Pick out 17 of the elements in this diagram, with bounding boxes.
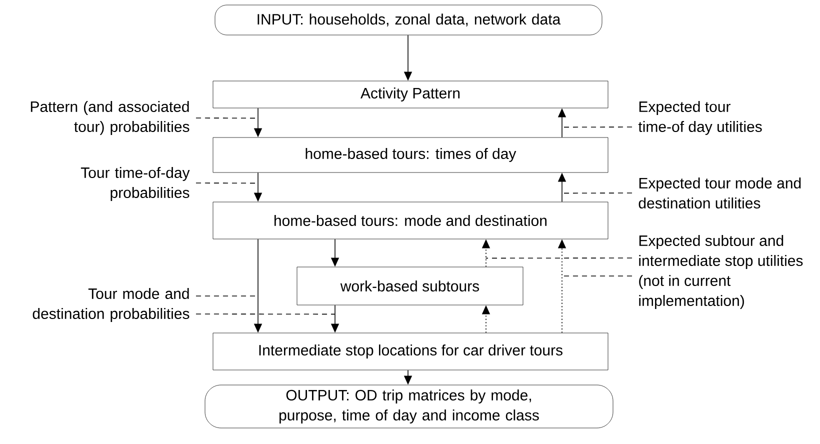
annotation-text: Expected tour time-of day utilities (638, 101, 762, 135)
process-box: home-based tours: mode and destination (212, 202, 608, 240)
annotation-text: Tour time-of-day probabilities (80, 167, 190, 201)
process-box: Activity Pattern (212, 80, 608, 108)
terminal-box: OUTPUT: OD trip matrices by mode, purpose, time of day and income class (204, 384, 614, 428)
process-box: Intermediate stop locations for car driver tours (212, 332, 608, 370)
leader-line (561, 126, 632, 128)
process-box: home-based tours: times of day (212, 137, 608, 173)
leader-line (561, 192, 632, 194)
process-box: work-based subtours (296, 266, 524, 306)
annotation-text: Tour mode and destination probabilities (32, 288, 190, 322)
annotation-text: Expected tour mode and destination utilities (638, 178, 801, 208)
leader-line (485, 258, 632, 259)
annotation-text: Expected subtour and intermediate stop utilities (not in current implementation) (639, 235, 803, 309)
leader-line (196, 314, 336, 315)
terminal-box: INPUT: households, zonal data, network data (214, 4, 602, 36)
annotation-text: Pattern (and associated tour) probabilities (30, 101, 190, 135)
